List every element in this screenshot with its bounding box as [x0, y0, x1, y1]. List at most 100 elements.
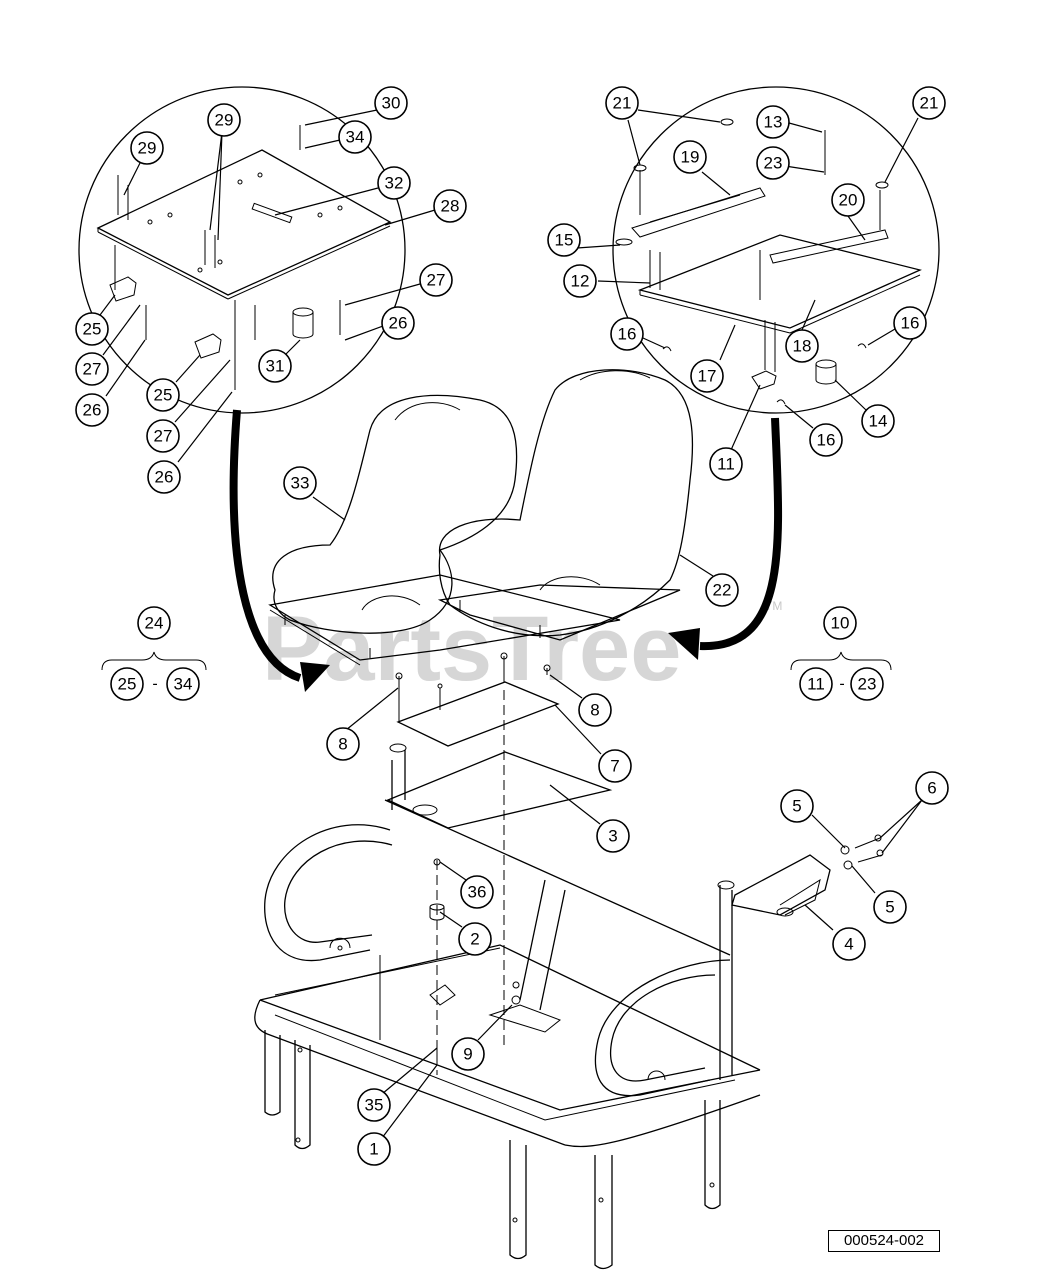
callout-8-left[interactable]: 8	[326, 727, 360, 761]
svg-text:25: 25	[118, 675, 137, 694]
callout-14[interactable]: 14	[861, 404, 895, 438]
svg-text:5: 5	[792, 797, 801, 816]
svg-text:25: 25	[154, 386, 173, 405]
callout-6[interactable]: 6	[915, 771, 949, 805]
callout-27-left[interactable]: 27	[75, 352, 109, 386]
svg-text:6: 6	[927, 779, 936, 798]
svg-text:13: 13	[764, 113, 783, 132]
callout-25-lower[interactable]: 25	[146, 378, 180, 412]
callout-28[interactable]: 28	[433, 189, 467, 223]
svg-text:23: 23	[858, 675, 877, 694]
callout-8-right[interactable]: 8	[578, 693, 612, 727]
svg-text:16: 16	[817, 431, 836, 450]
callout-3[interactable]: 3	[596, 819, 630, 853]
callout-27-right[interactable]: 27	[419, 263, 453, 297]
svg-text:24: 24	[145, 614, 164, 633]
callout-25-range[interactable]: 25	[110, 667, 144, 701]
svg-text:31: 31	[266, 357, 285, 376]
watermark: PartsTree	[262, 598, 681, 700]
left-arrow	[229, 409, 330, 692]
callout-34[interactable]: 34	[338, 120, 372, 154]
callout-16-bottom[interactable]: 16	[809, 423, 843, 457]
callout-10[interactable]: 10	[823, 606, 857, 640]
callout-32[interactable]: 32	[377, 166, 411, 200]
callout-5-lower[interactable]: 5	[873, 890, 907, 924]
svg-text:21: 21	[920, 94, 939, 113]
callout-25-upper[interactable]: 25	[75, 312, 109, 346]
svg-text:16: 16	[618, 325, 637, 344]
callout-16-right[interactable]: 16	[893, 306, 927, 340]
callout-5-upper[interactable]: 5	[780, 789, 814, 823]
callouts: 1 2 3 4 5 5 6 7 8 8 9 10 11 11 12 13 14 …	[75, 86, 949, 1166]
callout-22[interactable]: 22	[705, 573, 739, 607]
svg-text:27: 27	[427, 271, 446, 290]
svg-text:22: 22	[713, 581, 732, 600]
svg-text:2: 2	[470, 930, 479, 949]
callout-26-left[interactable]: 26	[75, 393, 109, 427]
callout-11-range[interactable]: 11	[799, 667, 833, 701]
callout-21-right[interactable]: 21	[912, 86, 946, 120]
svg-text:19: 19	[681, 148, 700, 167]
range-separator-24: -	[152, 676, 157, 693]
callout-16-left[interactable]: 16	[610, 317, 644, 351]
svg-text:21: 21	[613, 94, 632, 113]
callout-21-left[interactable]: 21	[605, 86, 639, 120]
callout-20[interactable]: 20	[831, 183, 865, 217]
svg-text:11: 11	[717, 455, 735, 474]
callout-35[interactable]: 35	[357, 1088, 391, 1122]
leader-lines	[99, 109, 923, 1139]
svg-text:26: 26	[155, 468, 174, 487]
bracket-4	[731, 834, 884, 917]
svg-text:14: 14	[869, 412, 888, 431]
svg-text:34: 34	[346, 128, 365, 147]
seat-frame	[254, 743, 761, 1270]
svg-text:27: 27	[154, 427, 173, 446]
svg-text:32: 32	[385, 174, 404, 193]
callout-12[interactable]: 12	[563, 264, 597, 298]
callout-26-bottom[interactable]: 26	[147, 460, 181, 494]
svg-text:11: 11	[807, 675, 825, 694]
svg-text:16: 16	[901, 314, 920, 333]
svg-text:20: 20	[839, 191, 858, 210]
callout-33[interactable]: 33	[283, 466, 317, 500]
svg-text:8: 8	[338, 735, 347, 754]
svg-text:28: 28	[441, 197, 460, 216]
svg-text:9: 9	[463, 1045, 472, 1064]
svg-text:30: 30	[382, 94, 401, 113]
callout-2[interactable]: 2	[458, 922, 492, 956]
svg-text:15: 15	[555, 231, 574, 250]
svg-text:12: 12	[571, 272, 590, 291]
callout-24[interactable]: 24	[137, 606, 171, 640]
svg-text:26: 26	[83, 401, 102, 420]
callout-29-left[interactable]: 29	[130, 131, 164, 165]
svg-text:34: 34	[174, 675, 193, 694]
callout-31[interactable]: 31	[258, 349, 292, 383]
callout-18[interactable]: 18	[785, 329, 819, 363]
svg-text:35: 35	[365, 1096, 384, 1115]
svg-text:27: 27	[83, 360, 102, 379]
callout-13[interactable]: 13	[756, 105, 790, 139]
group-brackets	[101, 651, 892, 671]
callout-7[interactable]: 7	[598, 749, 632, 783]
callout-27-bottom[interactable]: 27	[146, 419, 180, 453]
svg-text:36: 36	[468, 883, 487, 902]
callout-1[interactable]: 1	[357, 1132, 391, 1166]
document-id-label: 000524-002	[828, 1230, 940, 1252]
svg-text:23: 23	[764, 154, 783, 173]
callout-36[interactable]: 36	[460, 875, 494, 909]
callout-19[interactable]: 19	[673, 140, 707, 174]
callout-29-center[interactable]: 29	[207, 103, 241, 137]
callout-4[interactable]: 4	[832, 927, 866, 961]
svg-text:25: 25	[83, 320, 102, 339]
callout-23-range[interactable]: 23	[850, 667, 884, 701]
callout-30[interactable]: 30	[374, 86, 408, 120]
callout-17[interactable]: 17	[690, 359, 724, 393]
svg-text:29: 29	[215, 111, 234, 130]
svg-text:8: 8	[590, 701, 599, 720]
callout-34-range[interactable]: 34	[166, 667, 200, 701]
callout-11[interactable]: 11	[709, 447, 743, 481]
callout-9[interactable]: 9	[451, 1037, 485, 1071]
callout-15[interactable]: 15	[547, 223, 581, 257]
callout-26-right[interactable]: 26	[381, 306, 415, 340]
callout-23[interactable]: 23	[756, 146, 790, 180]
